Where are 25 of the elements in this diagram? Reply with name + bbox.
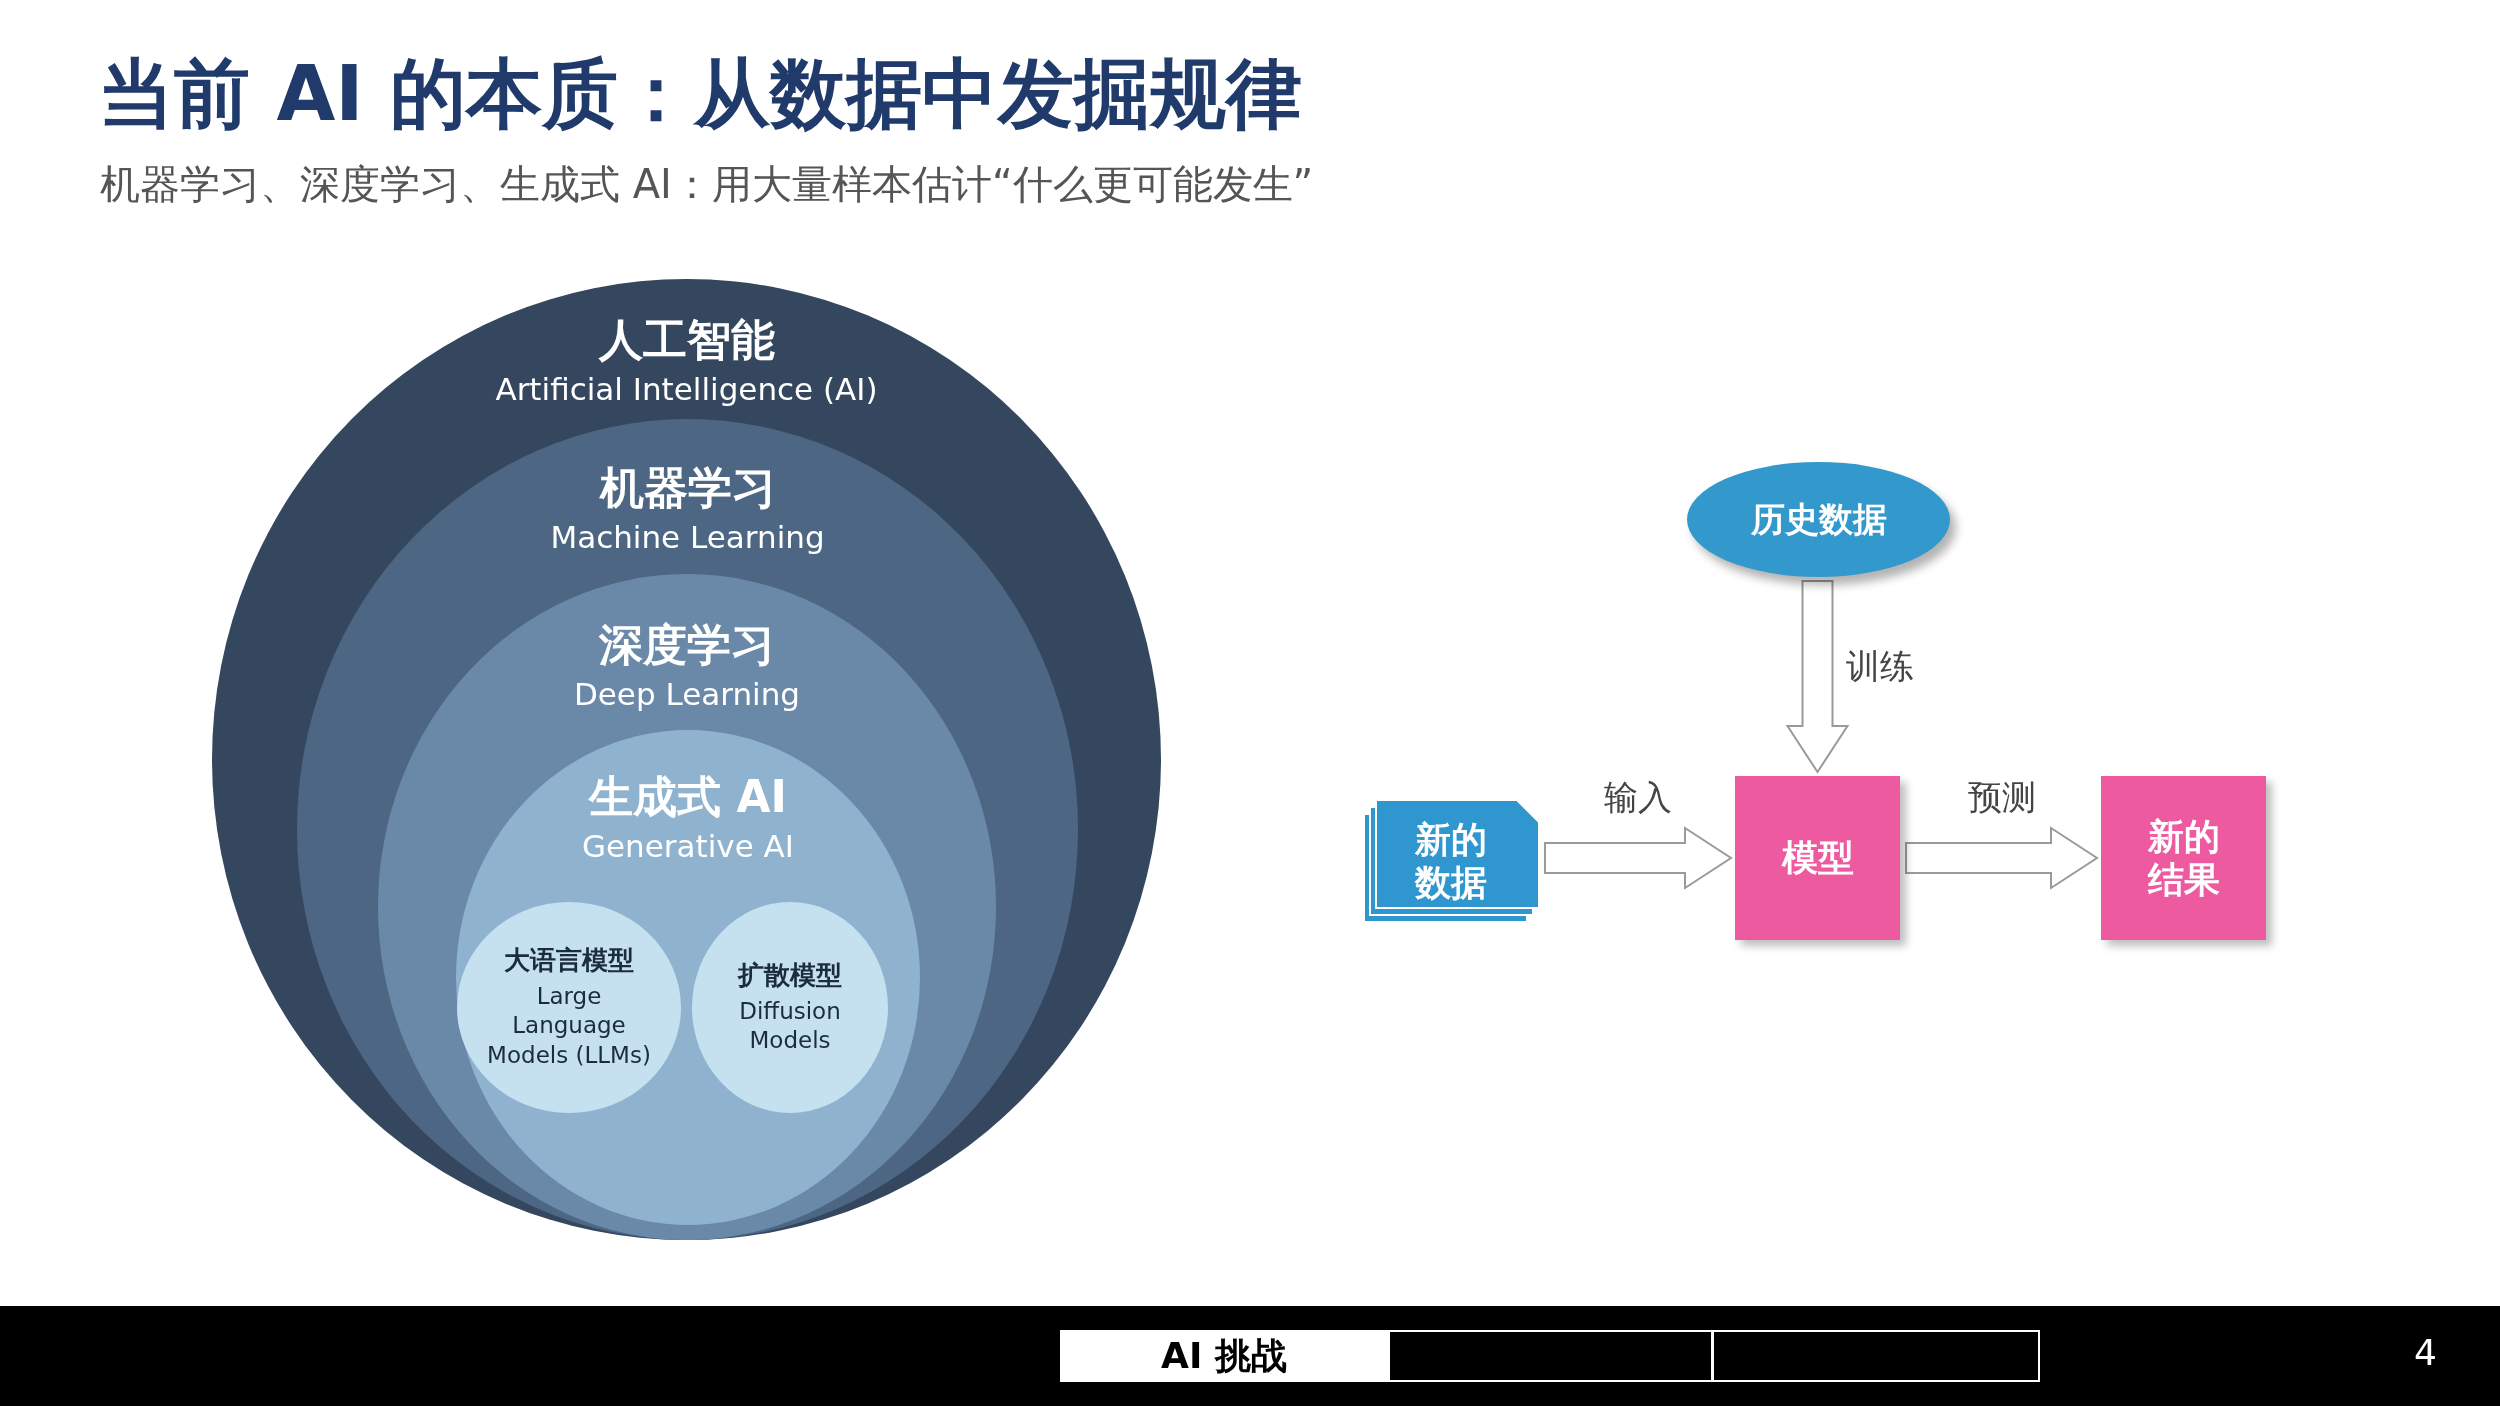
arrow: [1785, 580, 1850, 774]
node-sublabel: Diffusion Models: [738, 996, 842, 1056]
slide-subtitle: 机器学习、深度学习、生成式 AI：用大量样本估计“什么更可能发生”: [100, 160, 1314, 208]
region-heading: 深度学习: [599, 620, 775, 671]
region-subtitle: Generative AI: [582, 826, 794, 866]
region-heading: 生成式 AI: [589, 772, 787, 823]
model-box: [1735, 776, 1900, 940]
region-subtitle: Machine Learning: [550, 517, 825, 557]
model-box: [2101, 776, 2266, 940]
region-heading: 机器学习: [599, 463, 776, 514]
node-sublabel: Large Language Models (LLMs): [486, 981, 652, 1071]
node-label: 大语言模型: [504, 943, 634, 977]
region-subtitle: Artificial Intelligence (AI): [495, 369, 878, 409]
node-label: 扩散模型: [738, 958, 842, 992]
slide-title: 当前 AI 的本质：从数据中发掘规律: [98, 52, 1302, 136]
node-label: 新的数据: [1413, 817, 1488, 905]
region-subtitle: Deep Learning: [573, 674, 801, 714]
arrow: [1544, 826, 1733, 890]
node-label: 历史数据: [1750, 497, 1887, 541]
node-label: 模型: [1780, 836, 1855, 880]
node-label: 新的结果: [2146, 814, 2221, 902]
page-number: 4: [2414, 1331, 2437, 1375]
arrow: [1905, 826, 2099, 890]
region-heading: 人工智能: [598, 315, 775, 366]
section-tab: AI 挑战: [1060, 1330, 1388, 1382]
